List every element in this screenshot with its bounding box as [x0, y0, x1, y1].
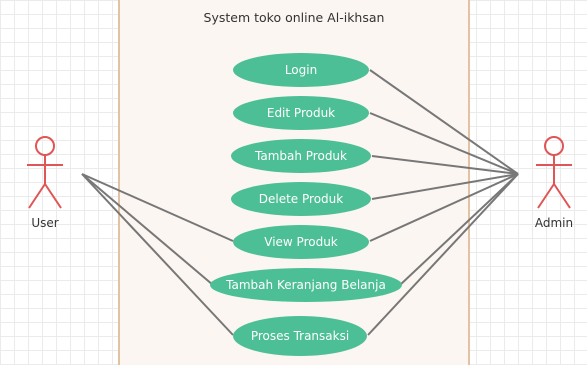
- actor-user[interactable]: User: [15, 136, 75, 230]
- association-line: [367, 173, 519, 336]
- association-line: [369, 112, 519, 175]
- usecase-login[interactable]: Login: [233, 53, 369, 87]
- stick-figure-icon: [27, 136, 63, 209]
- usecase-delete-produk[interactable]: Delete Produk: [231, 182, 371, 216]
- association-line: [371, 173, 519, 200]
- usecase-tambah-keranjang[interactable]: Tambah Keranjang Belanja: [210, 268, 402, 302]
- usecase-proses-transaksi[interactable]: Proses Transaksi: [233, 316, 367, 356]
- association-line: [81, 173, 234, 242]
- association-line: [81, 173, 234, 336]
- association-line: [81, 173, 214, 286]
- system-title: System toko online Al-ikhsan: [203, 10, 385, 25]
- stick-figure-icon: [536, 136, 572, 209]
- association-line: [369, 173, 519, 242]
- association-line: [371, 155, 519, 175]
- usecase-tambah-produk[interactable]: Tambah Produk: [231, 139, 371, 173]
- usecase-view-produk[interactable]: View Produk: [233, 225, 369, 259]
- usecase-edit-produk[interactable]: Edit Produk: [233, 96, 369, 130]
- association-line: [369, 69, 519, 175]
- actor-admin[interactable]: Admin: [524, 136, 584, 230]
- actor-user-label: User: [31, 216, 59, 230]
- association-line: [399, 173, 519, 286]
- actor-admin-label: Admin: [534, 216, 574, 230]
